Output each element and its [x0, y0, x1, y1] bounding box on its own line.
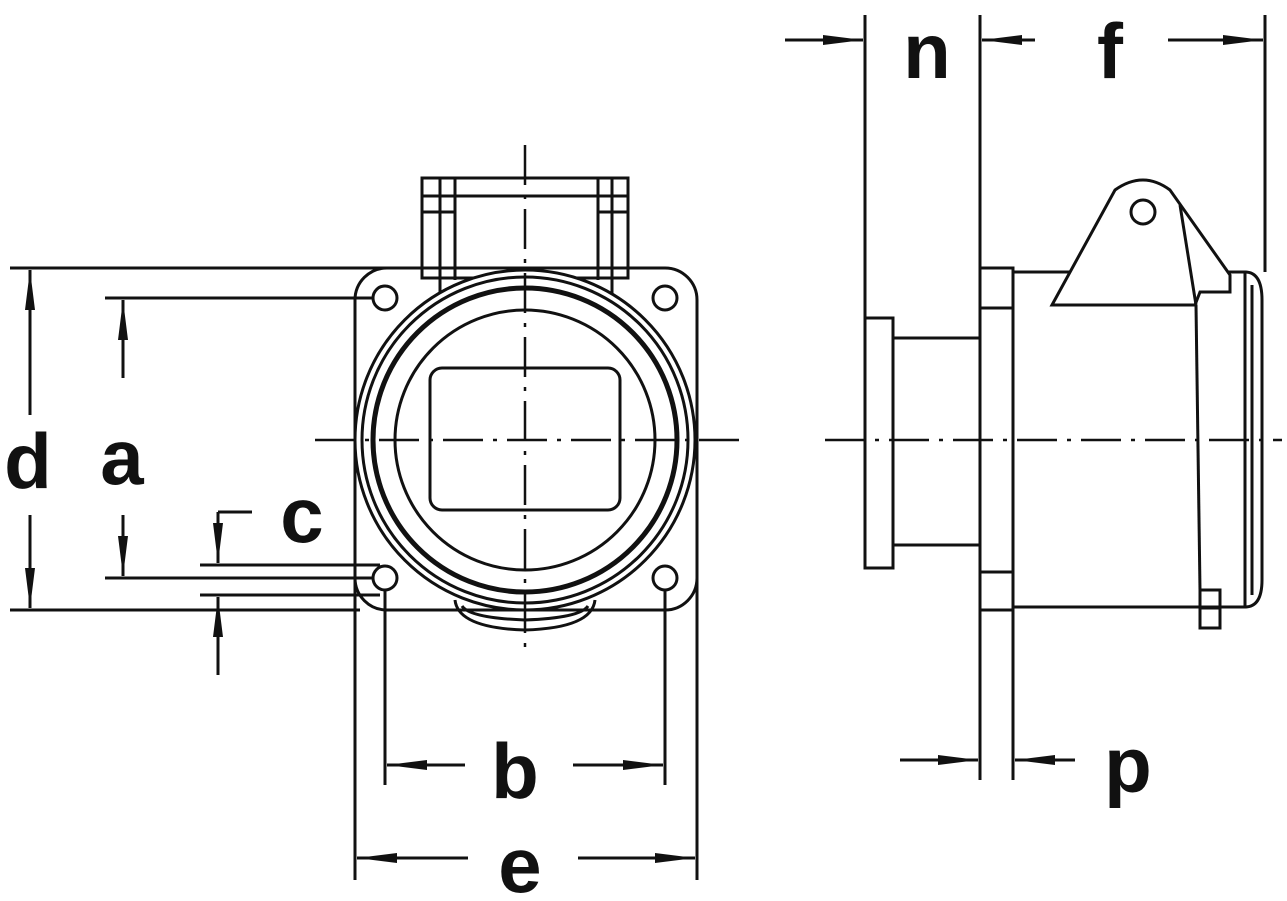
label-p: p: [1104, 721, 1152, 809]
label-f: f: [1097, 7, 1124, 95]
side-view: [825, 178, 1282, 630]
label-b: b: [491, 727, 539, 815]
front-view: [315, 145, 740, 655]
label-c: c: [280, 471, 323, 559]
side-dimensions: [785, 15, 1267, 780]
label-a: a: [100, 413, 144, 501]
label-d: d: [4, 417, 52, 505]
label-n: n: [903, 7, 951, 95]
label-e: e: [498, 821, 541, 901]
front-dimensions: [10, 266, 699, 880]
